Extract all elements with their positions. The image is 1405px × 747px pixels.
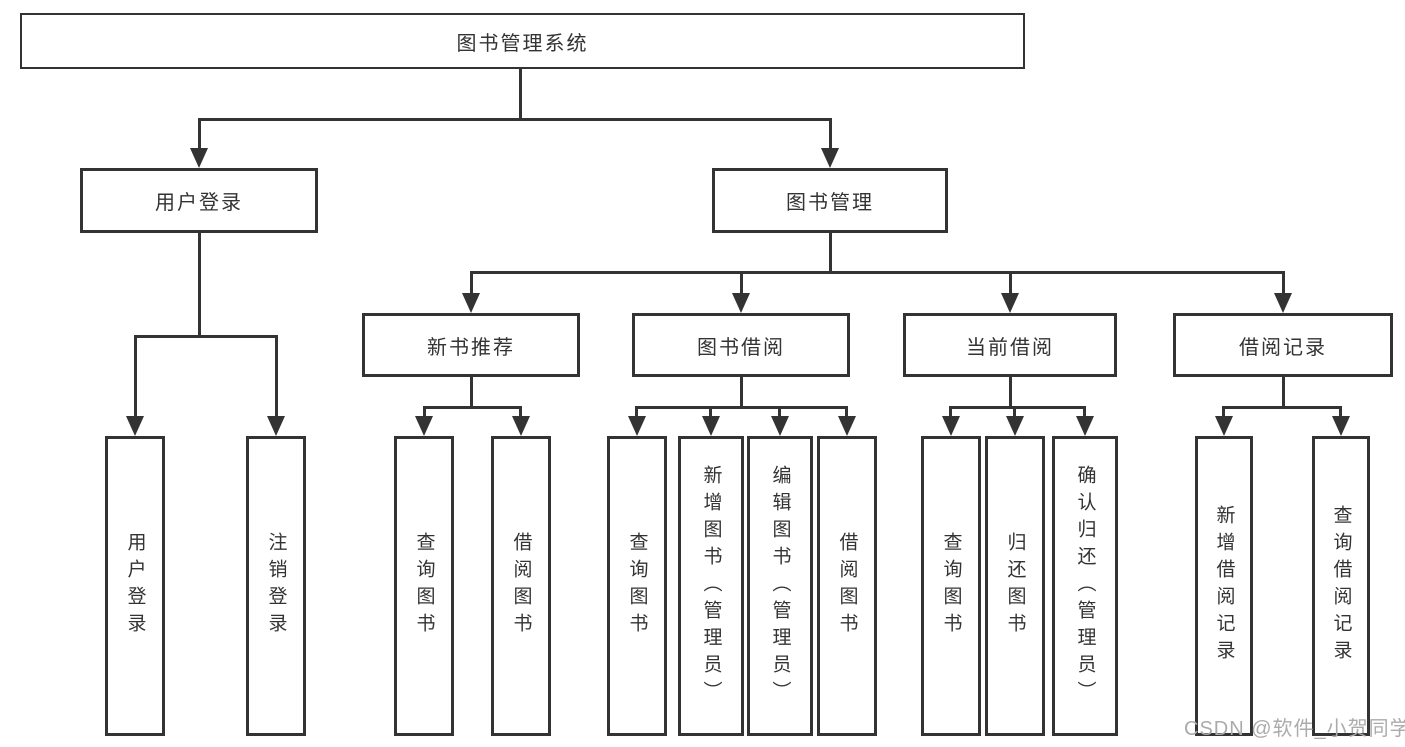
connector-vline [845, 406, 848, 420]
arrowhead-down-icon [190, 148, 208, 168]
node-borrow-books-leaf-label: 借阅图书 [836, 532, 858, 640]
arrowhead-down-icon [821, 148, 839, 168]
node-query-books-borrow-label: 查询图书 [626, 532, 648, 640]
node-user-login-label: 用户登录 [155, 192, 243, 214]
node-query-books-current-label: 查询图书 [940, 532, 962, 640]
node-user-login-leaf-label: 用户登录 [124, 532, 146, 640]
node-query-books-current: 查询图书 [921, 436, 981, 736]
node-edit-books-admin-label: 编辑图书（管理员） [769, 464, 791, 708]
arrowhead-down-icon [1006, 416, 1024, 436]
arrowhead-down-icon [1332, 416, 1350, 436]
connector-vline [470, 377, 473, 409]
connector-vline [829, 118, 832, 152]
connector-vline [1339, 406, 1342, 420]
node-confirm-return-admin: 确认归还（管理员） [1052, 436, 1118, 736]
arrowhead-down-icon [838, 416, 856, 436]
connector-vline [740, 271, 743, 297]
connector-vline [470, 271, 473, 297]
connector-vline [1013, 406, 1016, 420]
node-query-books-borrow: 查询图书 [607, 436, 667, 736]
arrowhead-down-icon [462, 293, 480, 313]
node-query-borrow-record-label: 查询借阅记录 [1330, 505, 1352, 667]
node-book-borrowing: 图书借阅 [632, 313, 850, 377]
arrowhead-down-icon [942, 416, 960, 436]
node-confirm-return-admin-label: 确认归还（管理员） [1074, 464, 1096, 708]
node-add-books-admin-label: 新增图书（管理员） [700, 464, 722, 708]
node-logout: 注销登录 [246, 436, 306, 736]
node-return-books-label: 归还图书 [1004, 532, 1026, 640]
node-return-books: 归还图书 [985, 436, 1045, 736]
node-query-borrow-record: 查询借阅记录 [1312, 436, 1370, 736]
node-add-books-admin: 新增图书（管理员） [678, 436, 744, 736]
node-borrow-books-recommend: 借阅图书 [491, 436, 551, 736]
node-user-login: 用户登录 [80, 168, 318, 233]
connector-vline [1083, 406, 1086, 420]
arrowhead-down-icon [415, 416, 433, 436]
arrowhead-down-icon [1215, 416, 1233, 436]
node-add-borrow-record: 新增借阅记录 [1195, 436, 1253, 736]
connector-vline [1282, 271, 1285, 297]
connector-hline [950, 406, 1086, 409]
node-new-book-recommendation-label: 新书推荐 [427, 336, 515, 359]
node-user-login-leaf: 用户登录 [105, 436, 165, 736]
node-borrowing-records: 借阅记录 [1173, 313, 1393, 377]
connector-vline [1009, 271, 1012, 297]
connector-hline [423, 406, 522, 409]
node-borrow-books-leaf: 借阅图书 [817, 436, 877, 736]
connector-vline [1222, 406, 1225, 420]
node-edit-books-admin: 编辑图书（管理员） [747, 436, 813, 736]
connector-hline [198, 118, 831, 121]
connector-vline [709, 406, 712, 420]
arrowhead-down-icon [1001, 293, 1019, 313]
connector-vline [423, 406, 426, 420]
arrowhead-down-icon [1076, 416, 1094, 436]
connector-hline [134, 335, 277, 338]
arrowhead-down-icon [267, 416, 285, 436]
connector-vline [949, 406, 952, 420]
node-current-borrowing: 当前借阅 [903, 313, 1117, 377]
arrowhead-down-icon [1274, 293, 1292, 313]
connector-hline [1223, 406, 1342, 409]
connector-vline [198, 233, 201, 337]
arrowhead-down-icon [512, 416, 530, 436]
node-book-borrowing-label: 图书借阅 [697, 336, 785, 359]
node-borrowing-records-label: 借阅记录 [1239, 336, 1327, 359]
connector-vline [519, 69, 522, 118]
node-new-book-recommendation: 新书推荐 [362, 313, 580, 377]
connector-vline [134, 335, 137, 420]
arrowhead-down-icon [628, 416, 646, 436]
connector-vline [829, 233, 832, 274]
connector-vline [275, 335, 278, 420]
node-book-management-label: 图书管理 [786, 192, 874, 214]
connector-vline [1009, 377, 1012, 409]
node-library-management-system-label: 图书管理系统 [456, 32, 589, 55]
node-book-management: 图书管理 [712, 168, 948, 233]
node-query-books-recommend-label: 查询图书 [413, 532, 435, 640]
node-query-books-recommend: 查询图书 [394, 436, 454, 736]
connector-hline [636, 406, 848, 409]
connector-vline [778, 406, 781, 420]
connector-vline [198, 118, 201, 152]
arrowhead-down-icon [702, 416, 720, 436]
node-library-management-system: 图书管理系统 [20, 13, 1025, 69]
connector-hline [470, 271, 1284, 274]
node-borrow-books-recommend-label: 借阅图书 [510, 532, 532, 640]
connector-vline [635, 406, 638, 420]
arrowhead-down-icon [732, 293, 750, 313]
arrowhead-down-icon [771, 416, 789, 436]
connector-vline [1282, 377, 1285, 409]
node-add-borrow-record-label: 新增借阅记录 [1213, 505, 1235, 667]
connector-vline [740, 377, 743, 409]
csdn-watermark: CSDN @软件_小贺同学 [1184, 718, 1405, 740]
connector-vline [519, 406, 522, 420]
arrowhead-down-icon [126, 416, 144, 436]
node-current-borrowing-label: 当前借阅 [966, 336, 1054, 359]
node-logout-label: 注销登录 [265, 532, 287, 640]
